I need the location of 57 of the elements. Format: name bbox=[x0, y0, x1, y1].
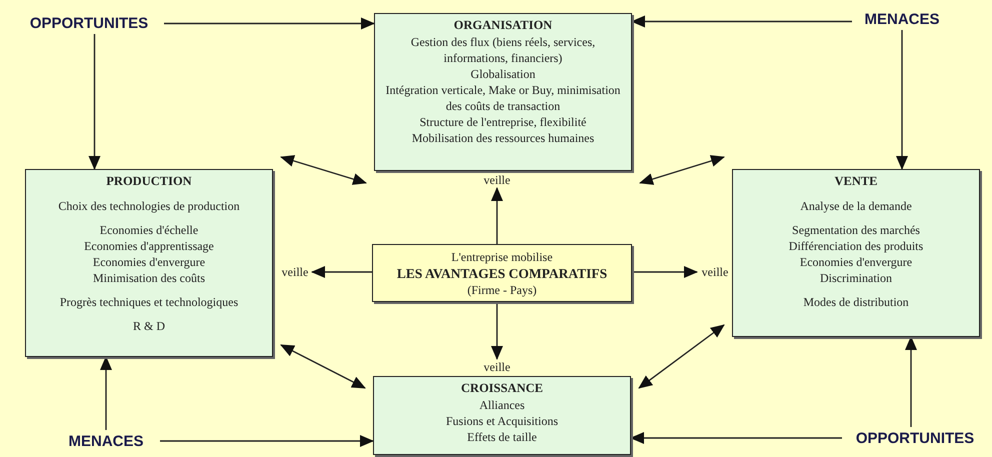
box-heading: LES AVANTAGES COMPARATIFS bbox=[396, 265, 608, 282]
box-text: R & D bbox=[132, 318, 165, 334]
arrow bbox=[632, 266, 698, 278]
arrow bbox=[311, 266, 372, 278]
arrow bbox=[905, 336, 917, 427]
box-text: L'entreprise mobilise bbox=[451, 249, 553, 265]
box-text: Mobilisation des ressources humaines bbox=[412, 130, 594, 146]
factor-label: OPPORTUNITES bbox=[14, 12, 164, 34]
watch-label: veille bbox=[697, 264, 733, 280]
arrow bbox=[638, 324, 725, 389]
box-text: Différenciation des produits bbox=[788, 238, 924, 254]
box-text: Structure de l'entreprise, flexibilité bbox=[420, 114, 586, 130]
box-text: Effets de taille bbox=[467, 429, 537, 445]
box-heading: ORGANISATION bbox=[454, 17, 552, 34]
box-text: Discrimination bbox=[820, 270, 892, 286]
process-box bbox=[373, 376, 631, 455]
watch-label: veille bbox=[480, 172, 514, 188]
factor-label: MENACES bbox=[52, 430, 160, 452]
arrow bbox=[896, 30, 908, 170]
box-text: Alliances bbox=[479, 397, 525, 413]
box-text: Choix des technologies de production bbox=[58, 198, 240, 214]
arrow bbox=[630, 432, 842, 444]
box-heading: CROISSANCE bbox=[461, 380, 543, 397]
box-text: Gestion des flux (biens réels, services, informations, financiers) bbox=[410, 34, 596, 66]
box-text: Economies d'apprentissage bbox=[84, 238, 214, 254]
arrow bbox=[88, 34, 100, 170]
process-box bbox=[25, 169, 273, 357]
arrow bbox=[639, 155, 725, 185]
arrow bbox=[164, 18, 375, 30]
box-heading: PRODUCTION bbox=[106, 173, 192, 190]
arrow bbox=[280, 155, 367, 185]
arrow bbox=[491, 187, 503, 244]
factor-label: MENACES bbox=[852, 8, 952, 30]
arrow bbox=[631, 16, 852, 28]
arrow bbox=[280, 344, 366, 389]
box-text: Economies d'échelle bbox=[100, 222, 198, 238]
factor-label: OPPORTUNITES bbox=[842, 427, 988, 449]
box-text: (Firme - Pays) bbox=[467, 282, 537, 298]
box-text: Analyse de la demande bbox=[800, 198, 912, 214]
box-text: Minimisation des coûts bbox=[93, 270, 205, 286]
arrow bbox=[100, 356, 112, 430]
box-text: Modes de distribution bbox=[803, 294, 909, 310]
box-text: Economies d'envergure bbox=[800, 254, 912, 270]
box-text: Progrès techniques et technologiques bbox=[60, 294, 238, 310]
box-text: Economies d'envergure bbox=[92, 254, 206, 270]
box-text: Globalisation bbox=[470, 66, 536, 82]
box-heading: VENTE bbox=[834, 173, 878, 190]
box-text: Segmentation des marchés bbox=[792, 222, 920, 238]
process-box bbox=[374, 13, 632, 171]
watch-label: veille bbox=[480, 359, 514, 375]
box-text: Fusions et Acquisitions bbox=[446, 413, 558, 429]
box-text: Intégration verticale, Make or Buy, minimisation des coûts de transaction bbox=[384, 82, 622, 114]
arrow bbox=[491, 302, 503, 360]
process-box bbox=[732, 169, 980, 337]
watch-label: veille bbox=[278, 264, 312, 280]
core-box bbox=[372, 244, 632, 302]
arrow bbox=[160, 435, 374, 447]
